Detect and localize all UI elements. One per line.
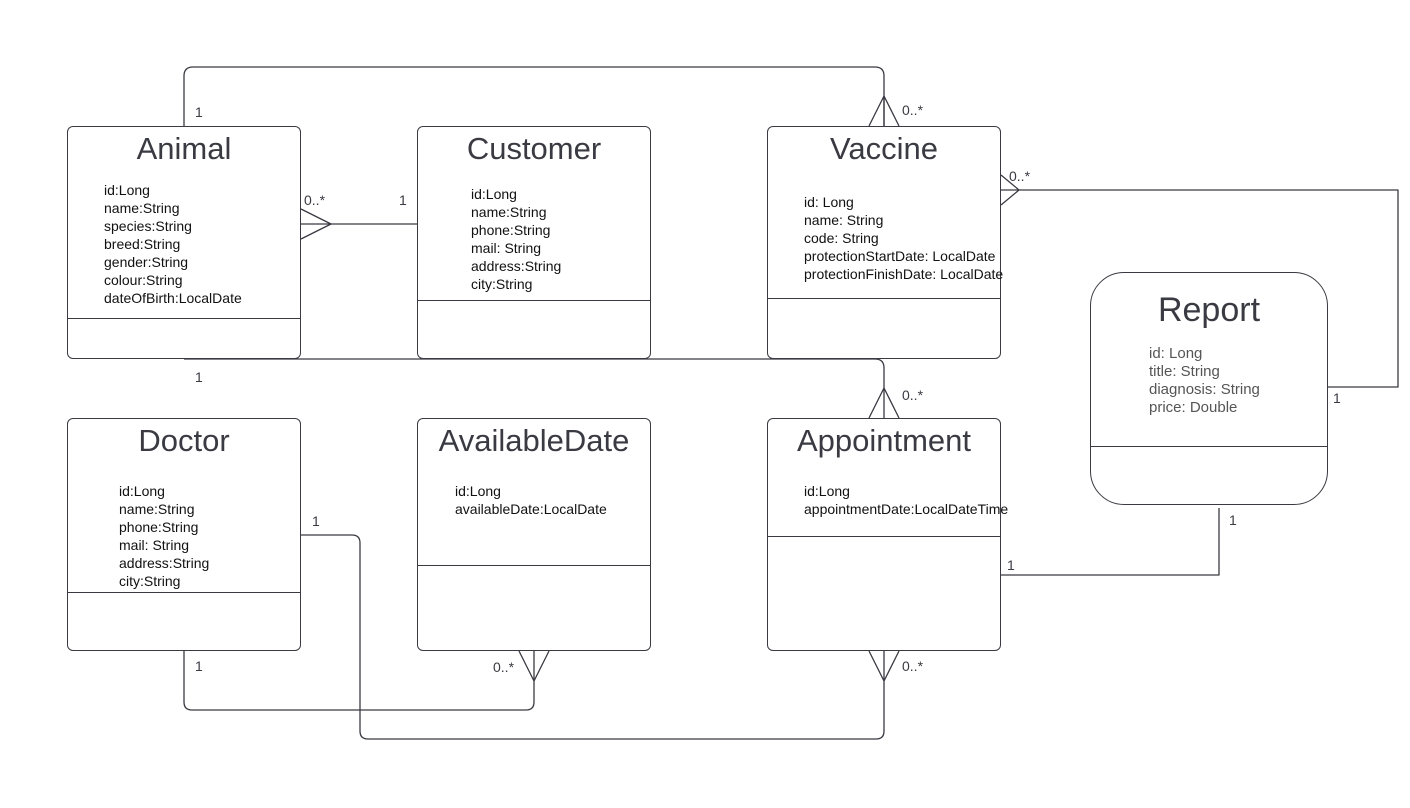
connector-vaccine-report	[1001, 189, 1399, 388]
class-title: AvailableDate	[438, 423, 630, 458]
multiplicity-label: 1	[1229, 512, 1237, 528]
class-title: Appointment	[796, 423, 972, 458]
connector-doctor-availabledate	[183, 651, 535, 711]
multiplicity-label: 0..*	[902, 387, 924, 403]
compartment-divider	[768, 536, 1000, 537]
attribute-list: id:Long name:String phone:String mail: S…	[119, 482, 209, 590]
class-title: Vaccine	[830, 131, 938, 166]
attribute: address:String	[471, 258, 562, 274]
attribute-list: id:Long name:String species:String breed…	[104, 181, 242, 307]
connector-animal-vaccine	[183, 66, 885, 126]
class-title: Doctor	[138, 423, 230, 458]
attribute-list: id:Long availableDate:LocalDate	[455, 482, 607, 518]
attribute: address:String	[119, 555, 210, 571]
multiplicity-label: 0..*	[304, 192, 326, 208]
attribute: phone:String	[471, 222, 551, 238]
attribute: city:String	[119, 573, 181, 589]
attribute: mail: String	[471, 240, 542, 256]
attribute: breed:String	[104, 236, 181, 252]
class-customer[interactable]: Customer id:Long name:String phone:Strin…	[417, 126, 651, 359]
connector-appointment-report	[1001, 508, 1220, 576]
crowfoot-appointment-top	[868, 387, 900, 419]
attribute: mail: String	[119, 537, 190, 553]
attribute: city:String	[471, 276, 533, 292]
multiplicity-label: 1	[399, 192, 407, 208]
multiplicity-label: 1	[312, 513, 320, 529]
class-vaccine[interactable]: Vaccine id: Long name: String code: Stri…	[767, 126, 1003, 359]
attribute: appointmentDate:LocalDateTime	[804, 501, 1009, 517]
multiplicity-label: 0..*	[902, 102, 924, 118]
attribute-list: id: Long title: String diagnosis: String…	[1149, 345, 1260, 417]
multiplicity-label: 1	[195, 104, 203, 120]
multiplicity-label: 1	[195, 658, 203, 674]
attribute: id:Long	[119, 483, 165, 499]
attribute-list: id:Long name:String phone:String mail: S…	[471, 185, 561, 293]
attribute: protectionStartDate: LocalDate	[804, 248, 996, 264]
attribute: id: Long	[804, 194, 854, 210]
class-title: Report	[1157, 291, 1261, 329]
attribute: species:String	[104, 218, 192, 234]
attribute: dateOfBirth:LocalDate	[104, 290, 242, 306]
compartment-divider	[68, 318, 300, 319]
compartment-divider	[418, 300, 650, 301]
class-title: Animal	[136, 131, 232, 166]
attribute: id:Long	[804, 483, 850, 499]
crowfoot-vaccine-right	[1000, 174, 1020, 206]
connector-animal-appointment	[184, 358, 885, 418]
attribute: protectionFinishDate: LocalDate	[804, 266, 1004, 282]
crowfoot-availabledate-bottom	[518, 650, 550, 682]
attribute: name:String	[471, 204, 547, 220]
multiplicity-label: 0..*	[493, 659, 515, 675]
crowfoot-vaccine-top	[868, 95, 900, 127]
attribute: name: String	[804, 212, 884, 228]
multiplicity-label: 0..*	[1009, 168, 1031, 184]
compartment-divider	[1091, 446, 1327, 447]
multiplicity-label: 1	[1333, 390, 1341, 406]
attribute: price: Double	[1149, 399, 1238, 416]
attribute: id: Long	[1149, 345, 1203, 362]
connector-doctor-appointment	[301, 534, 885, 740]
crowfoot-appointment-bottom	[868, 650, 900, 682]
class-report[interactable]: Report id: Long title: String diagnosis:…	[1090, 272, 1328, 505]
multiplicity-label: 0..*	[902, 658, 924, 674]
crowfoot-animal-right	[300, 208, 332, 240]
attribute-list: id:Long appointmentDate:LocalDateTime	[804, 482, 1008, 518]
compartment-divider	[768, 298, 1000, 299]
attribute: code: String	[804, 230, 879, 246]
class-animal[interactable]: Animal id:Long name:String species:Strin…	[67, 126, 301, 359]
attribute: id:Long	[455, 483, 501, 499]
attribute: colour:String	[104, 272, 183, 288]
class-doctor[interactable]: Doctor id:Long name:String phone:String …	[67, 418, 301, 651]
class-appointment[interactable]: Appointment id:Long appointmentDate:Loca…	[767, 418, 1008, 651]
attribute-list: id: Long name: String code: String prote…	[804, 193, 1003, 283]
class-availabledate[interactable]: AvailableDate id:Long availableDate:Loca…	[417, 418, 651, 651]
attribute: id:Long	[471, 186, 517, 202]
attribute: name:String	[119, 501, 195, 517]
compartment-divider	[68, 592, 300, 593]
compartment-divider	[418, 565, 650, 566]
attribute: availableDate:LocalDate	[455, 501, 607, 517]
attribute: phone:String	[119, 519, 199, 535]
multiplicity-label: 1	[1007, 557, 1015, 573]
attribute: id:Long	[104, 182, 150, 198]
attribute: diagnosis: String	[1149, 381, 1260, 398]
attribute: title: String	[1149, 363, 1220, 380]
class-title: Customer	[466, 131, 602, 166]
multiplicity-label: 1	[195, 369, 203, 385]
attribute: name:String	[104, 200, 180, 216]
attribute: gender:String	[104, 254, 189, 270]
